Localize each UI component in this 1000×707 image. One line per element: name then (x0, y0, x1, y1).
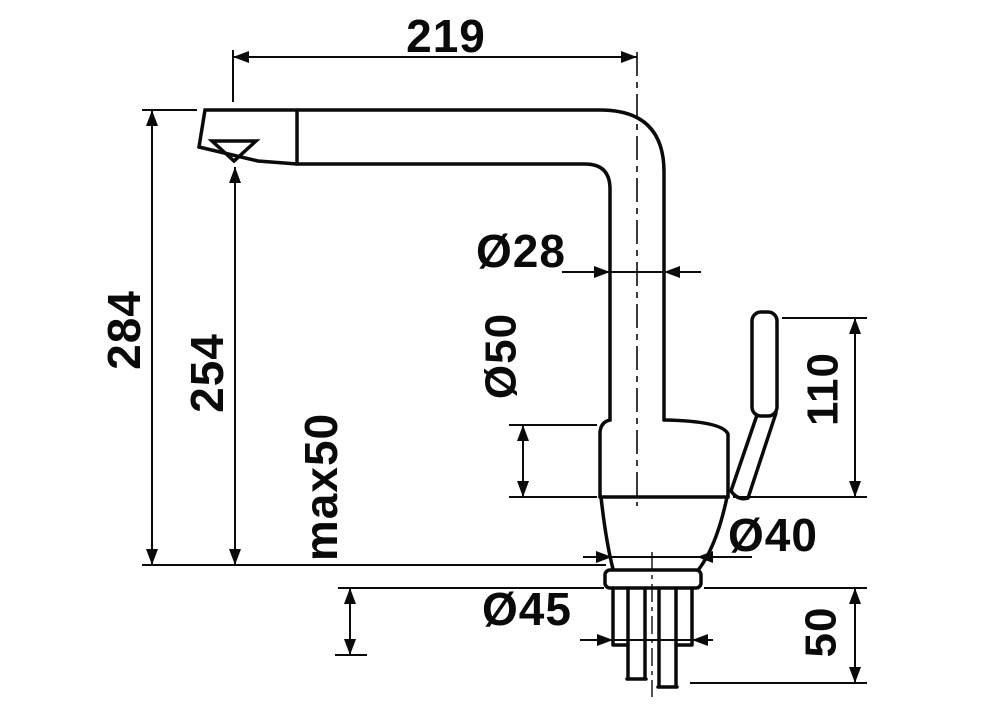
dim-label-outlet-height: 254 (181, 333, 233, 413)
supply-hose-left (625, 586, 648, 681)
dimension-labels: 219 284 254 max50 Ø28 Ø50 110 Ø40 Ø45 50 (98, 10, 848, 657)
body-right-edge (662, 418, 730, 499)
arrow-max-mounting-top (344, 588, 356, 604)
arrow-body-diameter-top (517, 425, 529, 441)
dim-label-tube-diameter: Ø28 (476, 225, 566, 277)
arrow-spout-reach-left (233, 51, 249, 63)
dimension-lines (142, 50, 867, 684)
arrow-max-mounting-bottom (344, 639, 356, 655)
arrow-outlet-height-top (229, 167, 241, 183)
lever-handle (750, 310, 779, 418)
spout-outer-edge (197, 108, 666, 422)
dim-label-body-diameter: Ø50 (477, 313, 526, 399)
arrow-overall-height-top (146, 110, 158, 126)
dim-label-handle-height: 110 (799, 352, 848, 426)
arrow-tube-diameter-left (594, 266, 610, 278)
dim-label-shank-height: 50 (797, 607, 846, 658)
dim-label-spout-reach: 219 (406, 10, 486, 62)
arrow-body-diameter-bottom (517, 481, 529, 497)
arrow-handle-height-bottom (849, 481, 861, 497)
body-skirt-right (697, 495, 729, 571)
mounting-shank (611, 586, 694, 647)
dimension-arrowheads (146, 51, 861, 683)
dim-label-base-diameter: Ø40 (728, 509, 818, 561)
arrow-base-diameter-left (596, 551, 612, 563)
arrow-outlet-height-bottom (229, 549, 241, 565)
supply-hose-right (656, 586, 679, 689)
arrow-shank-height-top (849, 588, 861, 604)
base-flange (603, 568, 703, 590)
lever-base-front-edge (729, 413, 759, 493)
centerlines (636, 52, 653, 697)
arrow-spout-reach-right (621, 51, 637, 63)
body-skirt-left (599, 495, 615, 571)
dim-label-flange-diameter: Ø45 (482, 583, 572, 635)
lever-base-back-edge (746, 411, 778, 500)
arrow-base-diameter-right (697, 551, 713, 563)
arrow-overall-height-bottom (146, 549, 158, 565)
spout-inner-edge (197, 145, 612, 422)
aerator-triangle-icon (207, 139, 261, 164)
dim-label-overall-height: 284 (98, 290, 150, 370)
arrow-shank-height-bottom (849, 667, 861, 683)
arrow-handle-height-top (849, 318, 861, 334)
faucet-outline (197, 108, 779, 689)
arrow-tube-diameter-right (664, 266, 680, 278)
dim-label-max-mounting-depth: max50 (295, 413, 347, 561)
body-left-edge (598, 418, 612, 499)
arrow-flange-diameter-right (692, 634, 708, 646)
arrow-flange-diameter-left (597, 634, 613, 646)
